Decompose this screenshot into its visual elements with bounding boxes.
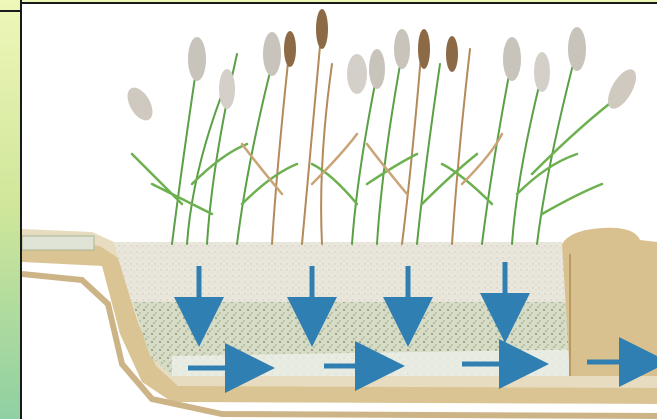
diagram-canvas	[22, 2, 657, 419]
sand-layer	[114, 242, 570, 304]
reed-plumes	[122, 9, 641, 125]
side-panel-strip	[0, 0, 22, 419]
inflow-pipe	[22, 236, 94, 250]
reed-bed-diagram	[22, 4, 657, 419]
side-panel-corner	[0, 0, 20, 12]
right-berm	[562, 228, 657, 376]
